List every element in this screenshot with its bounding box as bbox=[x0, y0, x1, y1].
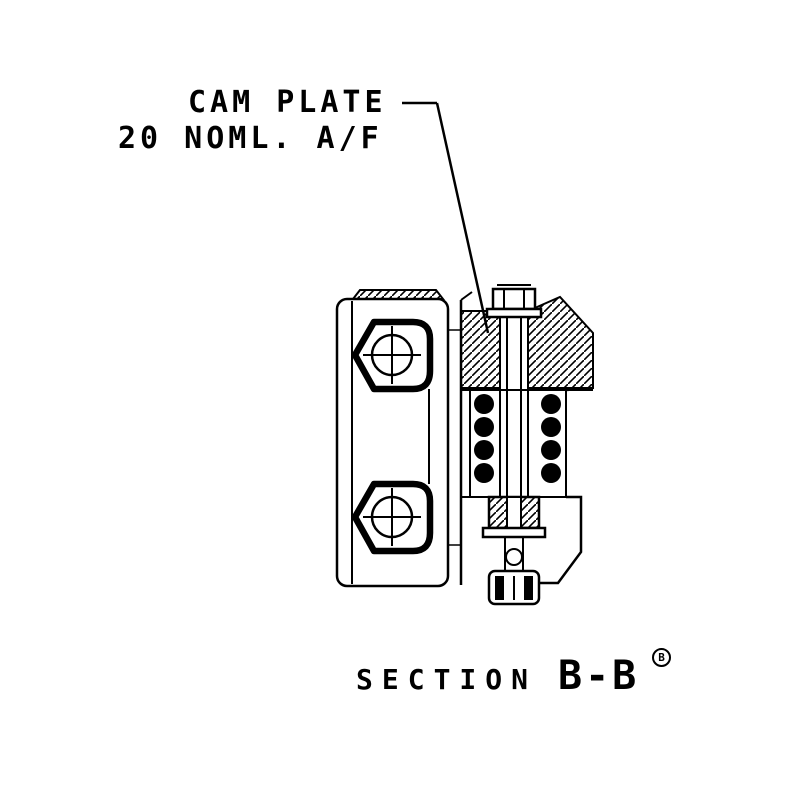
stem-ball bbox=[505, 548, 523, 566]
seal-left bbox=[495, 576, 504, 600]
cam-plate-part bbox=[335, 289, 460, 588]
revision-flag-icon: B bbox=[652, 648, 671, 667]
dimension-label: 20 NOML. A/F bbox=[118, 121, 383, 156]
bolt-hex-head bbox=[491, 287, 537, 311]
cam-plate-label: CAM PLATE bbox=[188, 85, 387, 120]
seal-right bbox=[524, 576, 533, 600]
housing-hatch-right bbox=[527, 295, 594, 389]
nut-washer bbox=[481, 526, 547, 539]
section-view-id: B-B bbox=[558, 653, 640, 699]
spring-coils bbox=[474, 394, 561, 483]
leader-line bbox=[402, 101, 490, 334]
bolt-washer bbox=[485, 307, 543, 319]
housing-hatch-left bbox=[460, 310, 501, 389]
bolt-spring-assembly bbox=[459, 284, 594, 606]
top-tab-hatch bbox=[350, 289, 446, 300]
housing-right-profile bbox=[540, 386, 594, 585]
section-caption-word: SECTION bbox=[356, 663, 538, 696]
